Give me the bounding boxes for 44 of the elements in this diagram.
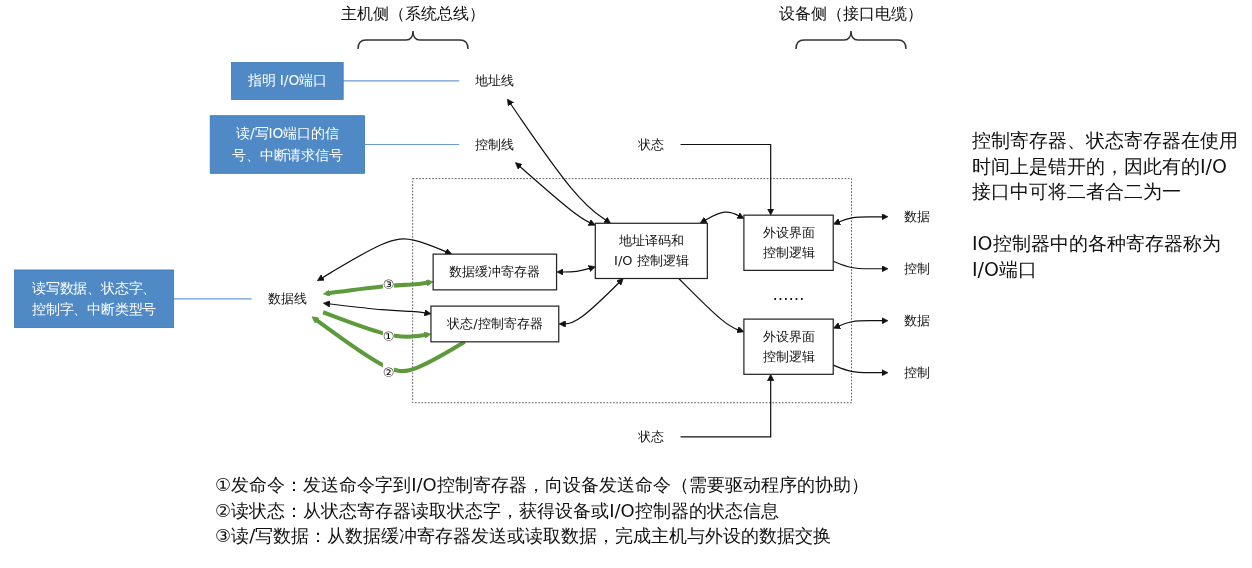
arrow (323, 279, 434, 297)
node-box: 数据缓冲寄存器 (432, 253, 558, 291)
node-text: 控制 (904, 364, 931, 380)
connector (342, 80, 460, 82)
arrow (507, 98, 611, 224)
edge-label: ③ (382, 276, 395, 293)
node-text: 状态 (638, 136, 665, 152)
node-text: 数据线 (267, 290, 307, 307)
arrow (833, 317, 889, 329)
note-text: ①发命令：发送命令字到I/O控制寄存器，向设备发送命令（需要驱动程序的协助） (215, 473, 870, 497)
ellipsis-text: …… (772, 285, 805, 305)
arrow (317, 238, 453, 282)
edge-label: ② (382, 364, 395, 380)
arrow (311, 316, 466, 374)
node-box: 状态/控制寄存器 (430, 305, 560, 343)
arrow (679, 143, 775, 216)
cluster (412, 178, 852, 404)
node-box: 读写数据、状态字、控制字、中断类型号 (14, 269, 175, 329)
arrow (558, 278, 624, 328)
node-box: 读/写IO端口的信号、中断请求信号 (209, 115, 365, 174)
node-box: 地址译码和I/O 控制逻辑 (594, 222, 708, 280)
edge-label: ① (382, 328, 395, 345)
node-text: 控制 (904, 260, 931, 277)
note-text: ③读/写数据：从数据缓冲寄存器发送或读取数据，完成主机与外设的数据交换 (215, 524, 833, 549)
arrow (556, 265, 596, 276)
node-text: 地址线 (475, 72, 515, 89)
arrow (699, 211, 745, 224)
arrow (833, 213, 889, 226)
note-text: ②读状态：从状态寄存器读取状态字，获得设备或I/O控制器的状态信息 (215, 498, 780, 523)
section-label: 主机侧（系统总线） (340, 4, 485, 25)
node-text: 数据 (904, 208, 931, 225)
arrow (515, 162, 596, 226)
node-text: 数据 (904, 312, 931, 329)
node-box: 指明 I/O端口 (231, 62, 344, 100)
arrow (679, 374, 775, 438)
section-label: 设备侧（接口电缆） (779, 4, 924, 25)
node-text: 控制线 (475, 136, 515, 152)
note-text: 控制寄存器、状态寄存器在使用时间上是错开的，因此有的I/O接口中可将二者合二为一 (972, 128, 1239, 205)
connector (363, 143, 460, 146)
node-text: 状态 (638, 428, 665, 445)
node-box: 外设界面控制逻辑 (743, 214, 834, 271)
node-box: 外设界面控制逻辑 (743, 318, 834, 375)
connector (173, 298, 253, 300)
note-text: IO控制器中的各种寄存器称为I/O端口 (972, 230, 1222, 282)
